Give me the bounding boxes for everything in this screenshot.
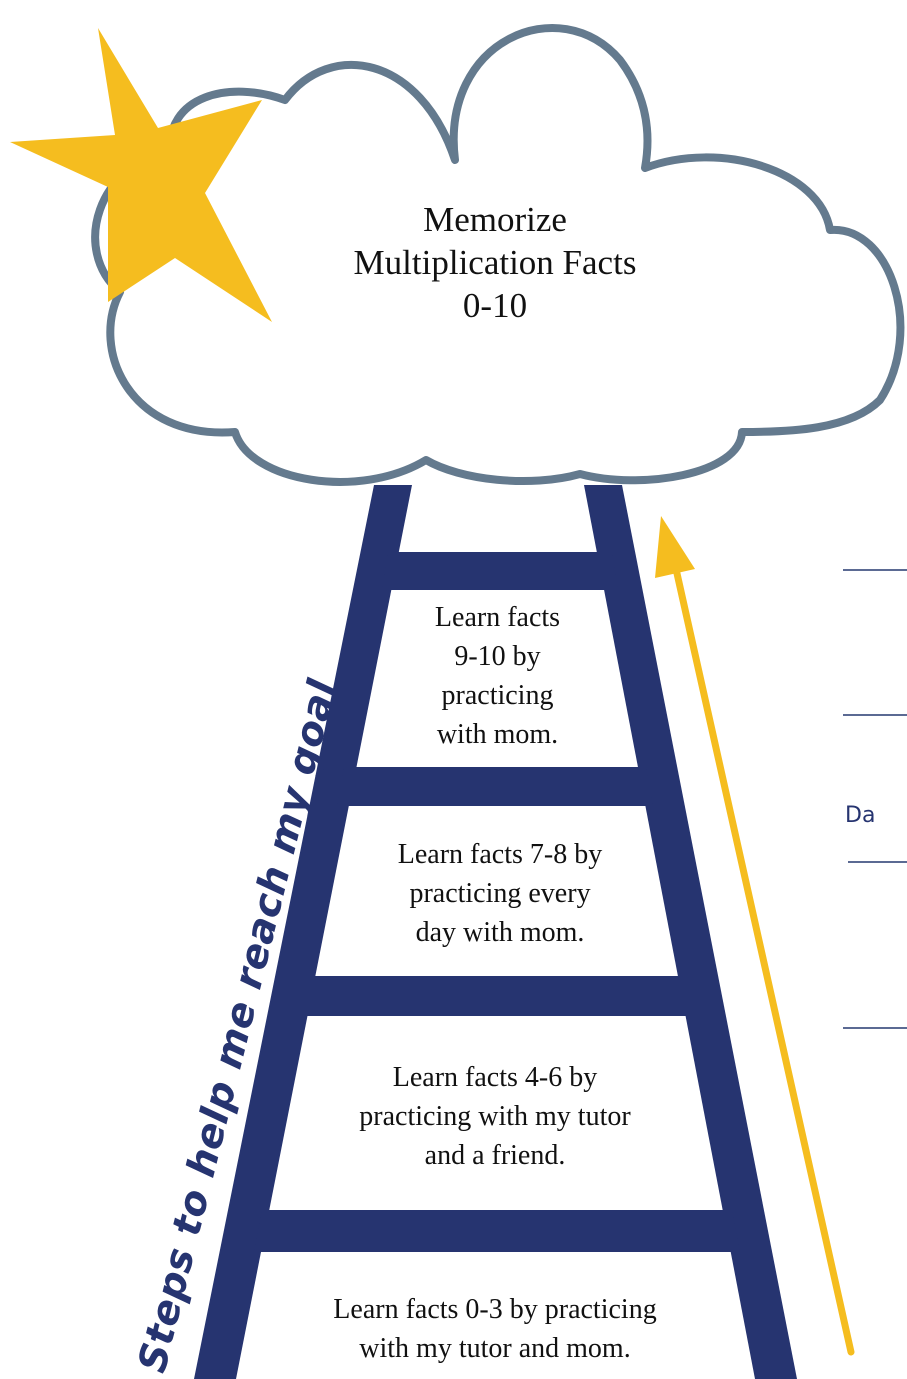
ladder-right-rail — [584, 485, 797, 1379]
ladder-left-rail — [194, 485, 412, 1379]
goal-text: Memorize Multiplication Facts 0-10 — [353, 200, 637, 325]
up-arrow-shaft — [670, 556, 855, 1356]
ladder-rung-3 — [298, 976, 696, 1016]
goal-cloud — [91, 24, 905, 486]
step-4-text: Learn facts 9-10 by practicing with mom. — [434, 602, 561, 750]
step-1-text: Learn facts 0-3 by practicing with my tu… — [333, 1294, 657, 1364]
step-3-text: Learn facts 7-8 by practicing every day … — [397, 839, 603, 948]
ladder-rung-1 — [382, 552, 618, 590]
date-label: Da — [845, 803, 876, 828]
up-arrow-icon — [655, 516, 695, 578]
step-2-text: Learn facts 4-6 by practicing with my tu… — [359, 1062, 631, 1171]
star-icon — [10, 28, 272, 322]
ladder-rung-2 — [337, 767, 653, 806]
ladder-rung-4 — [254, 1210, 740, 1252]
